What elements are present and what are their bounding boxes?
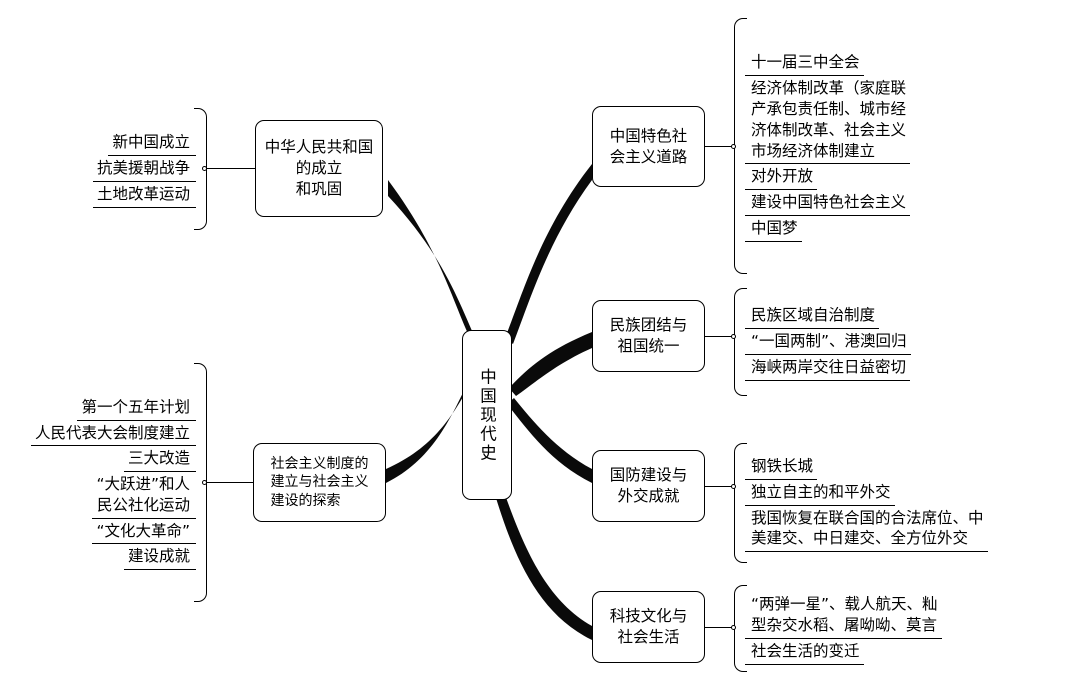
connector-to-defense-diplomacy xyxy=(507,398,592,483)
leaf-item[interactable]: 民族区域自治制度 xyxy=(745,303,1000,330)
junction-dot-ethnic-unity xyxy=(731,334,736,339)
leaf-item[interactable]: 三大改造 xyxy=(16,446,196,473)
leaf-items-science-culture: “两弹一星”、载人航天、籼 型杂交水稻、屠呦呦、莫言 社会生活的变迁 xyxy=(745,585,1006,672)
leaf-text: “文化大革命” xyxy=(92,519,196,545)
junction-dot-socialist-system xyxy=(202,480,207,485)
leaf-text: 建设成就 xyxy=(123,544,196,571)
leaf-text: 第一个五年计划 xyxy=(77,395,196,421)
branch-node-science-culture[interactable]: 科技文化与 社会生活 xyxy=(592,591,705,663)
leaf-items-founding: 新中国成立 抗美援朝战争 土地改革运动 xyxy=(75,108,196,230)
center-node[interactable]: 中国现代史 xyxy=(462,330,512,500)
connector-to-socialism-chinese-characteristics xyxy=(505,164,592,344)
leaf-item[interactable]: “两弹一星”、载人航天、籼 型杂交水稻、屠呦呦、莫言 xyxy=(745,592,1006,639)
connector-to-science-culture xyxy=(496,492,592,640)
leaf-item[interactable]: “文化大革命” xyxy=(16,519,196,545)
leaf-items-socialist-system: 第一个五年计划 人民代表大会制度建立 三大改造 “大跃进”和人 民公社化运动 “… xyxy=(16,363,196,602)
leaf-text: 抗美援朝战争 xyxy=(92,156,196,182)
leaf-text: “两弹一星”、载人航天、籼 型杂交水稻、屠呦呦、莫言 xyxy=(745,592,942,639)
leaf-text: 十一届三中全会 xyxy=(745,50,864,77)
leaf-item[interactable]: 建设成就 xyxy=(16,544,196,571)
leaf-item[interactable]: 中国梦 xyxy=(745,216,1000,242)
leaf-text: 钢铁长城 xyxy=(745,454,818,480)
leaf-text: 我国恢复在联合国的合法席位、中 美建交、中日建交、全方位外交 xyxy=(745,506,988,553)
leaf-items-ethnic-unity: 民族区域自治制度 “一国两制”、港澳回归 海峡两岸交往日益密切 xyxy=(745,288,1000,396)
leaf-text: “一国两制”、港澳回归 xyxy=(745,329,911,355)
branch-label-founding: 中华人民共和国的成立 和巩固 xyxy=(264,138,374,198)
leaf-item[interactable]: 独立自主的和平外交 xyxy=(745,480,1006,506)
leaf-text: 建设中国特色社会主义 xyxy=(745,190,911,216)
junction-dot-founding xyxy=(202,166,207,171)
junction-dot-science-culture xyxy=(731,625,736,630)
connector-to-ethnic-unity xyxy=(509,332,592,396)
branch-label-ethnic-unity: 民族团结与 祖国统一 xyxy=(609,316,688,355)
leaf-items-socialism-chinese-characteristics: 十一届三中全会 经济体制改革（家庭联 产承包责任制、城市经 济体制改革、社会主义… xyxy=(745,18,1000,274)
leaf-text: 经济体制改革（家庭联 产承包责任制、城市经 济体制改革、社会主义 市场经济体制建… xyxy=(745,76,911,165)
leaf-item[interactable]: 我国恢复在联合国的合法席位、中 美建交、中日建交、全方位外交 xyxy=(745,506,1006,553)
stub-founding xyxy=(205,168,257,169)
leaf-items-defense-diplomacy: 钢铁长城 独立自主的和平外交 我国恢复在联合国的合法席位、中 美建交、中日建交、… xyxy=(745,443,1006,563)
leaf-group-socialism-chinese-characteristics: 十一届三中全会 经济体制改革（家庭联 产承包责任制、城市经 济体制改革、社会主义… xyxy=(734,18,1000,274)
leaf-item[interactable]: 新中国成立 xyxy=(75,130,196,157)
leaf-text: 民族区域自治制度 xyxy=(745,303,880,330)
leaf-item[interactable]: 人民代表大会制度建立 xyxy=(16,421,196,447)
leaf-item[interactable]: 社会生活的变迁 xyxy=(745,639,1006,665)
leaf-group-socialist-system: 第一个五年计划 人民代表大会制度建立 三大改造 “大跃进”和人 民公社化运动 “… xyxy=(16,363,207,602)
leaf-text: 土地改革运动 xyxy=(92,182,196,208)
junction-dot-socialism-chinese-characteristics xyxy=(731,144,736,149)
stub-socialist-system xyxy=(205,482,255,483)
center-node-label: 中国现代史 xyxy=(477,367,497,463)
leaf-item[interactable]: 抗美援朝战争 xyxy=(75,156,196,182)
leaf-group-founding: 新中国成立 抗美援朝战争 土地改革运动 xyxy=(75,108,207,230)
leaf-item[interactable]: 钢铁长城 xyxy=(745,454,1006,480)
leaf-group-defense-diplomacy: 钢铁长城 独立自主的和平外交 我国恢复在联合国的合法席位、中 美建交、中日建交、… xyxy=(734,443,1006,563)
bracket-defense-diplomacy xyxy=(734,443,747,563)
branch-label-socialism-chinese-characteristics: 中国特色社 会主义道路 xyxy=(609,126,688,166)
leaf-text: 对外开放 xyxy=(745,164,818,191)
branch-node-founding[interactable]: 中华人民共和国的成立 和巩固 xyxy=(255,120,383,217)
leaf-text: 中国梦 xyxy=(745,216,802,242)
stub-science-culture xyxy=(703,627,734,628)
branch-node-defense-diplomacy[interactable]: 国防建设与 外交成就 xyxy=(592,450,705,522)
leaf-text: 新中国成立 xyxy=(108,130,196,157)
leaf-item[interactable]: 对外开放 xyxy=(745,164,1000,191)
leaf-text: “大跃进”和人 民公社化运动 xyxy=(92,472,196,519)
leaf-item[interactable]: 土地改革运动 xyxy=(75,182,196,208)
leaf-item[interactable]: 第一个五年计划 xyxy=(16,395,196,421)
leaf-item[interactable]: 建设中国特色社会主义 xyxy=(745,190,1000,216)
leaf-item[interactable]: 经济体制改革（家庭联 产承包责任制、城市经 济体制改革、社会主义 市场经济体制建… xyxy=(745,76,1000,165)
stub-socialism-chinese-characteristics xyxy=(703,146,734,147)
leaf-item[interactable]: 海峡两岸交往日益密切 xyxy=(745,355,1000,381)
junction-dot-defense-diplomacy xyxy=(731,484,736,489)
branch-label-science-culture: 科技文化与 社会生活 xyxy=(609,607,688,646)
leaf-text: 人民代表大会制度建立 xyxy=(30,421,196,447)
leaf-text: 海峡两岸交往日益密切 xyxy=(745,355,911,381)
branch-node-ethnic-unity[interactable]: 民族团结与 祖国统一 xyxy=(592,300,705,372)
leaf-text: 独立自主的和平外交 xyxy=(745,480,895,506)
connector-to-founding xyxy=(388,180,478,344)
branch-label-defense-diplomacy: 国防建设与 外交成就 xyxy=(609,466,688,505)
leaf-item[interactable]: “大跃进”和人 民公社化运动 xyxy=(16,472,196,519)
leaf-text: 三大改造 xyxy=(123,446,196,473)
leaf-item[interactable]: 十一届三中全会 xyxy=(745,50,1000,77)
bracket-ethnic-unity xyxy=(734,288,747,396)
leaf-text: 社会生活的变迁 xyxy=(745,639,864,665)
stub-ethnic-unity xyxy=(703,336,734,337)
branch-node-socialism-chinese-characteristics[interactable]: 中国特色社 会主义道路 xyxy=(592,106,705,187)
stub-defense-diplomacy xyxy=(703,486,734,487)
leaf-group-ethnic-unity: 民族区域自治制度 “一国两制”、港澳回归 海峡两岸交往日益密切 xyxy=(734,288,1000,396)
leaf-group-science-culture: “两弹一星”、载人航天、籼 型杂交水稻、屠呦呦、莫言 社会生活的变迁 xyxy=(734,585,1006,672)
branch-node-socialist-system[interactable]: 社会主义制度的 建立与社会主义 建设的探索 xyxy=(253,443,386,522)
branch-label-socialist-system: 社会主义制度的 建立与社会主义 建设的探索 xyxy=(270,456,369,509)
leaf-item[interactable]: “一国两制”、港澳回归 xyxy=(745,329,1000,355)
